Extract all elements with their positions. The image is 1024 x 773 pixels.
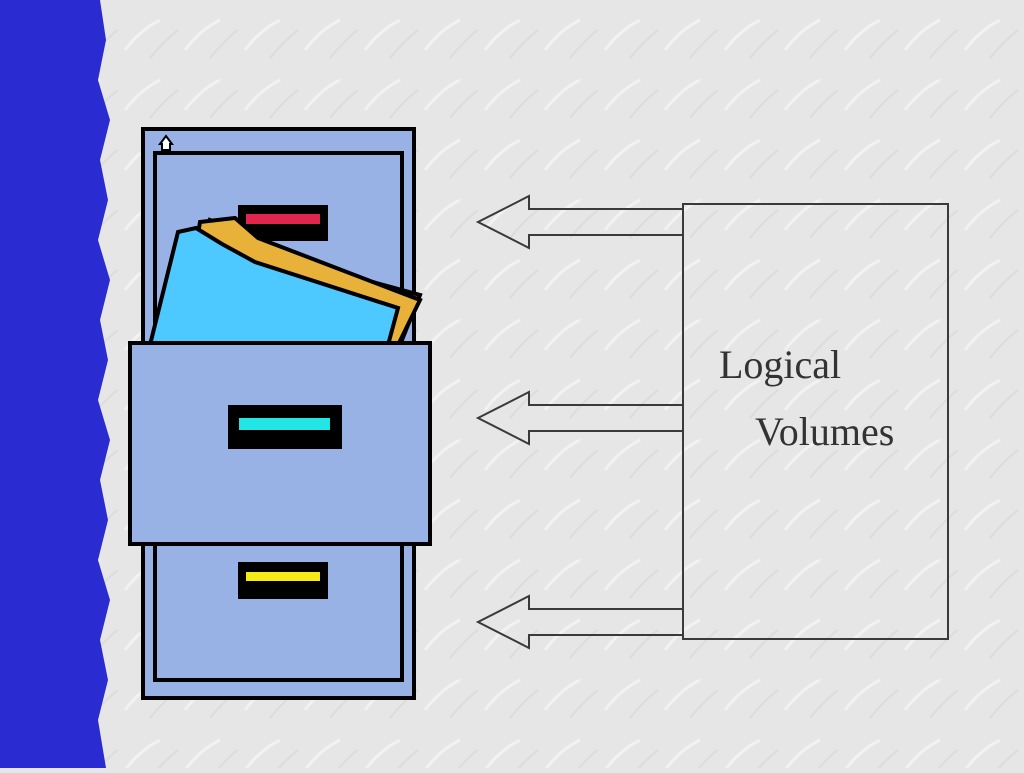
- lock-icon: [158, 134, 174, 151]
- open-drawer: [128, 341, 432, 546]
- label-line-2: Volumes: [755, 409, 895, 454]
- left-arrow-icon: [475, 390, 683, 446]
- left-arrow-icon: [475, 194, 683, 250]
- label-line-1: Logical: [719, 342, 842, 387]
- left-accent-band: [0, 0, 110, 768]
- folders-icon: [147, 215, 423, 347]
- logical-volumes-box: [682, 203, 949, 640]
- left-arrow-icon: [475, 594, 683, 650]
